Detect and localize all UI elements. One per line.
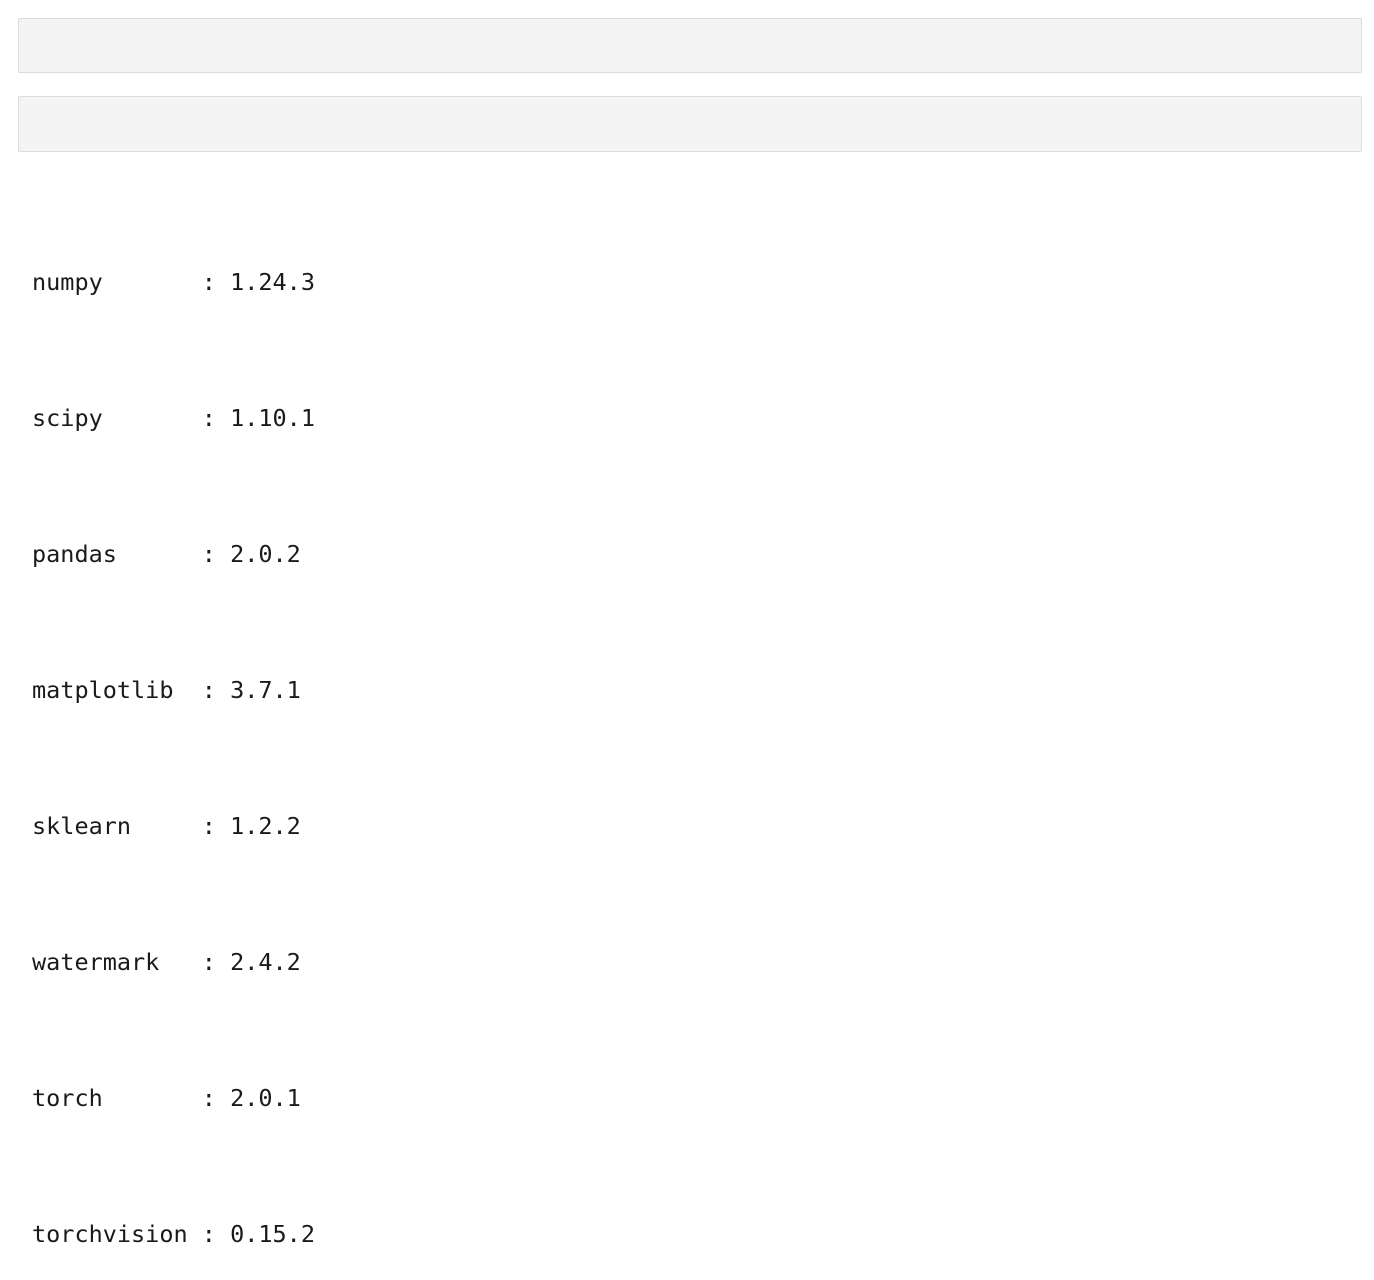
code-token-conda-arg: conda <box>217 147 302 151</box>
package-separator: : <box>201 812 231 840</box>
code-token-packages-arg: p numpy,scipy,pandas,matplotlib,sklearn,… <box>316 147 1236 151</box>
output-row-scipy: scipy : 1.10.1 <box>32 401 1362 435</box>
package-name: sklearn <box>32 812 202 840</box>
code-token-magic-name: %watermark <box>33 147 189 151</box>
code-token-plain: %load_ext watermark <box>33 69 302 72</box>
cell-output-stream: numpy : 1.24.3 scipy : 1.10.1 pandas : 2… <box>32 163 1362 1280</box>
code-cell-load-ext[interactable]: %load_ext watermark <box>18 18 1362 73</box>
output-row-pandas: pandas : 2.0.2 <box>32 537 1362 571</box>
output-row-torch: torch : 2.0.1 <box>32 1081 1362 1115</box>
output-row-watermark: watermark : 2.4.2 <box>32 945 1362 979</box>
package-version: 3.7.1 <box>230 676 301 704</box>
output-row-sklearn: sklearn : 1.2.2 <box>32 809 1362 843</box>
package-version: 1.2.2 <box>230 812 301 840</box>
package-separator: : <box>201 1084 231 1112</box>
output-row-torchvision: torchvision : 0.15.2 <box>32 1217 1362 1251</box>
package-separator: : <box>201 948 231 976</box>
package-version: 1.10.1 <box>230 404 315 432</box>
package-separator: : <box>201 540 231 568</box>
package-name: pandas <box>32 540 202 568</box>
output-row-numpy: numpy : 1.24.3 <box>32 265 1362 299</box>
code-cell-watermark[interactable]: %watermark --conda -p numpy,scipy,pandas… <box>18 96 1362 152</box>
package-separator: : <box>201 404 231 432</box>
package-separator: : <box>201 268 231 296</box>
package-version: 2.4.2 <box>230 948 301 976</box>
package-version: 2.0.2 <box>230 540 301 568</box>
package-separator: : <box>201 1220 231 1248</box>
package-name: numpy <box>32 268 202 296</box>
output-row-matplotlib: matplotlib : 3.7.1 <box>32 673 1362 707</box>
code-cell-watermark-source[interactable]: %watermark --conda -p numpy,scipy,pandas… <box>19 135 1361 151</box>
package-name: torchvision <box>32 1220 202 1248</box>
notebook-container: %load_ext watermark %watermark --conda -… <box>18 18 1362 1248</box>
code-token-double-dash: -- <box>189 147 217 151</box>
package-name: torch <box>32 1084 202 1112</box>
package-name: scipy <box>32 404 202 432</box>
package-name: matplotlib <box>32 676 202 704</box>
package-name: watermark <box>32 948 202 976</box>
code-cell-load-ext-source[interactable]: %load_ext watermark <box>19 57 1361 72</box>
package-separator: : <box>201 676 231 704</box>
package-version: 0.15.2 <box>230 1220 315 1248</box>
package-version: 1.24.3 <box>230 268 315 296</box>
package-version: 2.0.1 <box>230 1084 301 1112</box>
code-token-single-dash: - <box>302 147 316 151</box>
